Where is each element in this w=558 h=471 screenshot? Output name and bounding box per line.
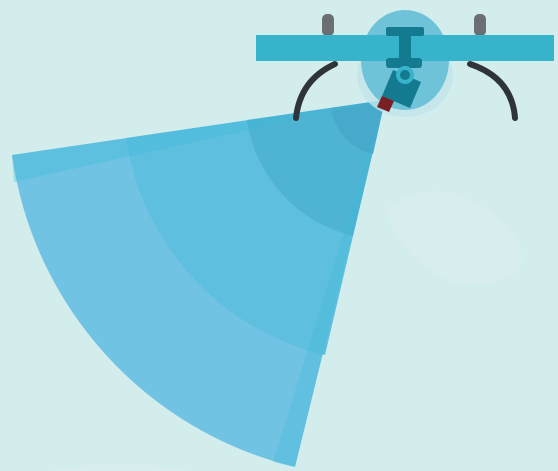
camera-pivot-inner bbox=[400, 70, 410, 80]
left-rotor-hub-icon bbox=[322, 14, 334, 36]
right-rotor-hub-icon bbox=[474, 14, 486, 36]
